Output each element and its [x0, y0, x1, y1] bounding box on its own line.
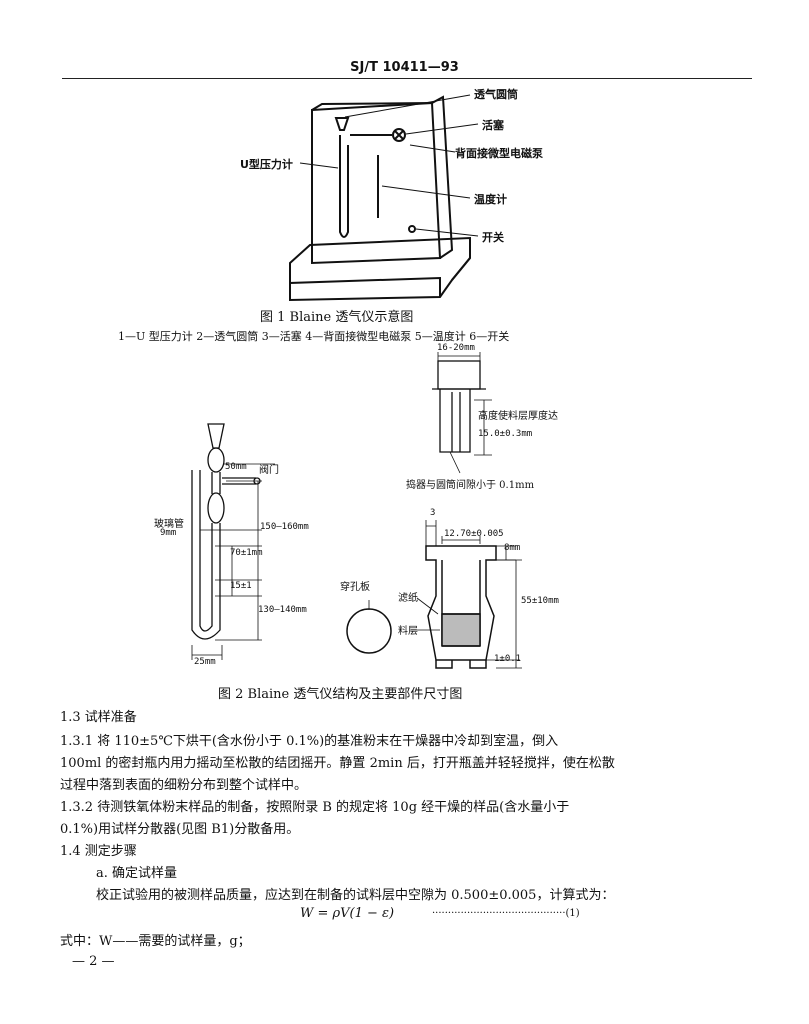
dim-bed-thickness: 15.0±0.3mm: [478, 429, 533, 439]
dim-glass-diameter: 9mm: [160, 528, 177, 538]
dim-bore: 12.70±0.005: [444, 529, 504, 539]
label-thermometer: 温度计: [474, 193, 507, 206]
dim-plunger-width: 16-20mm: [437, 343, 475, 353]
label-valve: 阀门: [259, 465, 279, 476]
dim-valve-length: 50mm: [225, 462, 247, 472]
header-rule: [62, 78, 752, 79]
dim-height-1: 1±0.1: [494, 654, 522, 664]
formula-1: W = ρV(1 − ε): [300, 906, 395, 921]
label-powder-bed: 料层: [398, 626, 418, 637]
label-perforated-plate: 穿孔板: [340, 582, 370, 593]
label-stopcock: 活塞: [482, 119, 504, 132]
step-a-heading: a. 确定试样量: [96, 866, 178, 881]
label-manometer: U型压力计: [240, 158, 293, 171]
dim-height-70: 70±1mm: [230, 548, 263, 558]
para-step-a: 校正试验用的被测样品质量，应达到在制备的试料层中空隙为 0.500±0.005，…: [96, 888, 615, 903]
dim-wall-3: 3: [430, 508, 436, 518]
para-1-3-2-line1: 1.3.2 待测铁氧体粉末样品的制备，按照附录 B 的规定将 10g 经干燥的样…: [60, 800, 570, 815]
figure-1-legend: 1—U 型压力计 2—透气圆筒 3—活塞 4—背面接微型电磁泵 5—温度计 6—…: [118, 330, 510, 343]
dim-clearance: 捣器与圆筒间隙小于 0.1mm: [406, 480, 535, 491]
equation-number: ········································…: [432, 908, 580, 919]
dim-height-55: 55±10mm: [521, 596, 559, 606]
dim-height-15: 15±1: [230, 581, 252, 591]
label-switch: 开关: [482, 231, 504, 244]
figure-1-caption: 图 1 Blaine 透气仪示意图: [260, 310, 414, 325]
label-pump: 背面接微型电磁泵: [455, 147, 543, 160]
dim-height-150-160: 150—160mm: [260, 522, 309, 532]
page-number: — 2 —: [72, 954, 115, 969]
para-1-3-1-line2: 100ml 的密封瓶内用力摇动至松散的结团摇开。静置 2min 后，打开瓶盖并轻…: [60, 756, 615, 771]
section-1-4-heading: 1.4 测定步骤: [60, 844, 137, 859]
document-header: SJ/T 10411—93: [350, 60, 459, 75]
dim-height-130-140: 130—140mm: [258, 605, 307, 615]
para-1-3-1-line1: 1.3.1 将 110±5℃下烘干(含水份小于 0.1%)的基准粉末在干燥器中冷…: [60, 734, 559, 749]
figure-2-caption: 图 2 Blaine 透气仪结构及主要部件尺寸图: [218, 687, 463, 702]
label-glass-tube: 玻璃管: [154, 519, 184, 530]
dim-rim-8: 8mm: [504, 543, 521, 553]
label-filter-paper: 滤纸: [398, 593, 418, 604]
section-1-3-heading: 1.3 试样准备: [60, 710, 137, 725]
dim-height-note: 高度使料层厚度达: [478, 411, 558, 422]
dim-width-25: 25mm: [194, 657, 216, 667]
label-cylinder: 透气圆筒: [474, 88, 518, 101]
para-1-3-1-line3: 过程中落到表面的细粉分布到整个试样中。: [60, 778, 308, 793]
where-clause: 式中：W——需要的试样量，g；: [60, 934, 251, 949]
para-1-3-2-line2: 0.1%)用试样分散器(见图 B1)分散备用。: [60, 822, 300, 837]
